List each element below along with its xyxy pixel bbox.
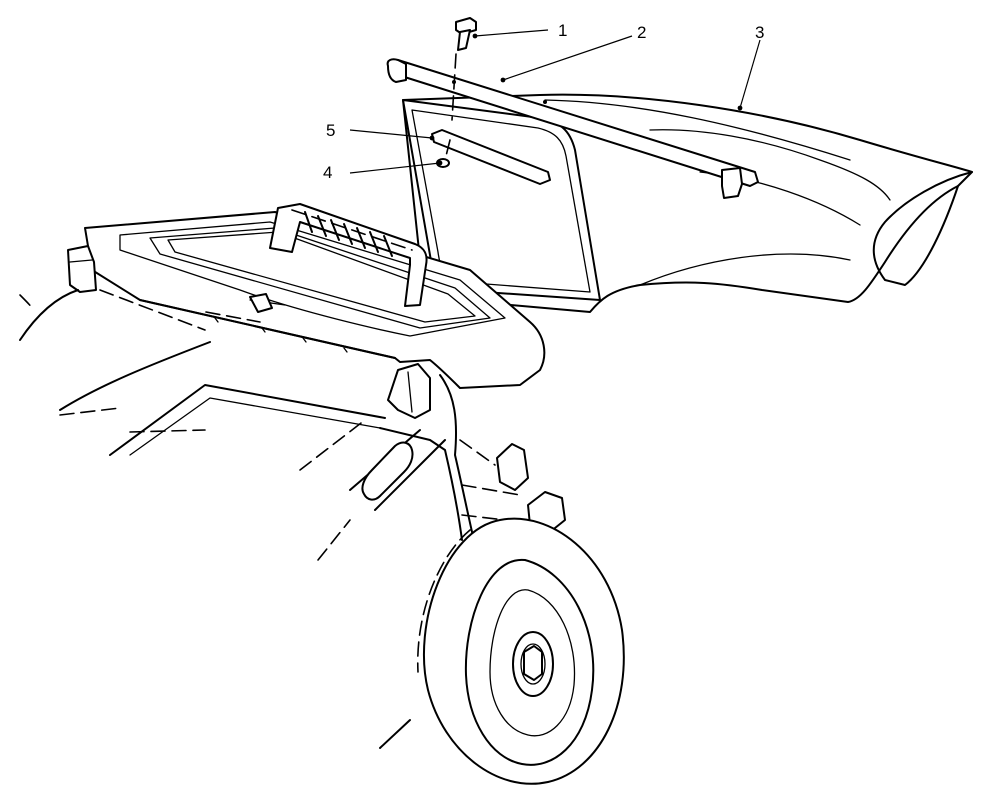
grass-bag xyxy=(402,93,973,313)
bolt xyxy=(445,17,477,157)
strap xyxy=(431,129,551,185)
rear-door-assembly xyxy=(67,203,546,419)
callout-3: 3 xyxy=(755,23,764,42)
callout-2: 2 xyxy=(637,23,646,42)
callout-leaders xyxy=(349,29,761,174)
bag-frame-bar xyxy=(386,58,759,199)
callout-4: 4 xyxy=(323,163,332,182)
callout-labels: 1 2 3 4 5 xyxy=(323,21,764,182)
rear-wheel xyxy=(379,517,625,785)
callout-5: 5 xyxy=(326,121,335,140)
callout-1: 1 xyxy=(558,21,567,40)
mower-body xyxy=(19,289,566,561)
